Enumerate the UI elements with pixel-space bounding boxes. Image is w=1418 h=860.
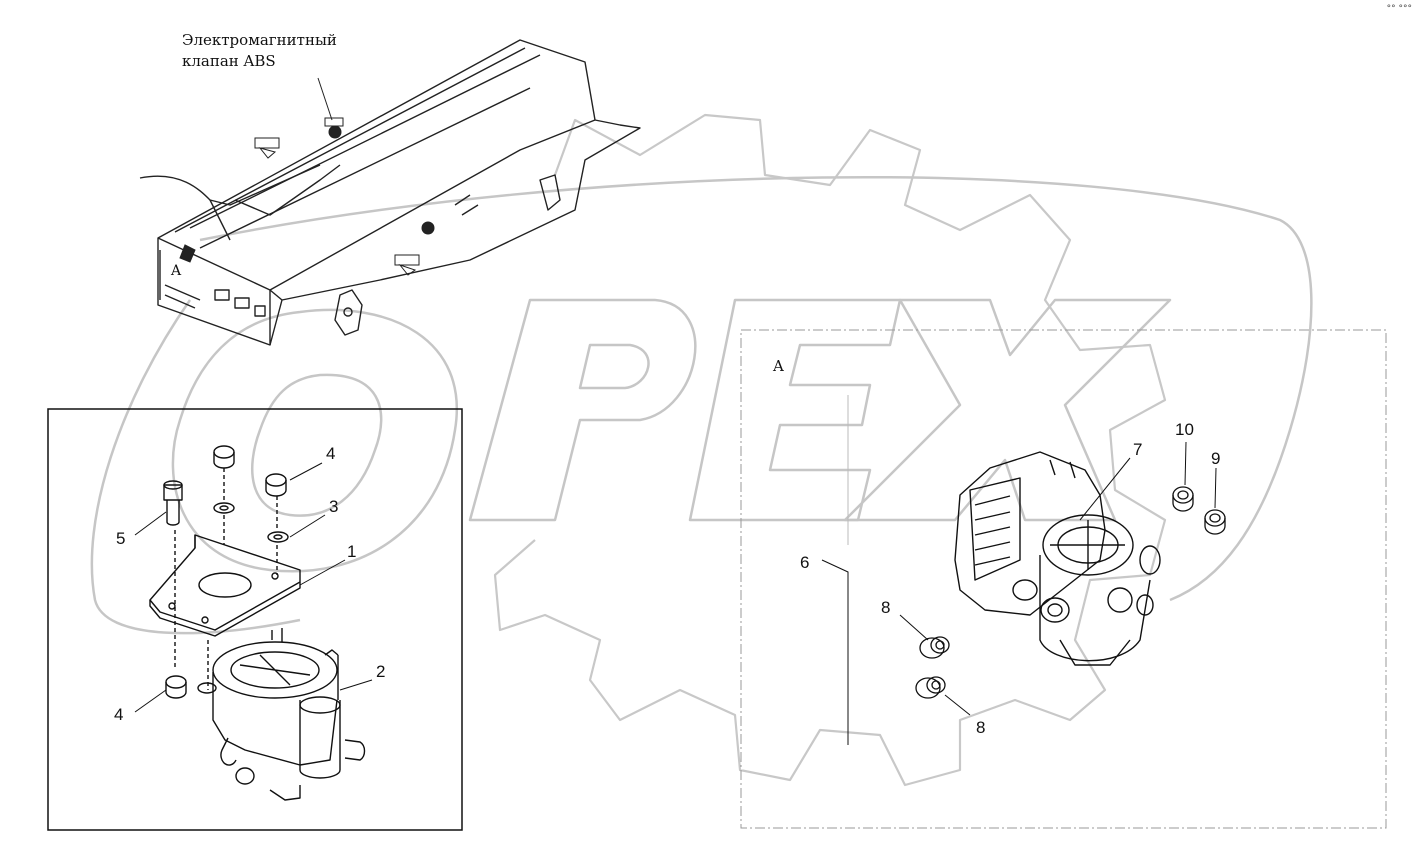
callout-5: 5	[116, 529, 126, 548]
title-label: Электромагнитный клапан ABS	[182, 30, 337, 72]
corner-mark: °° °°°	[1386, 4, 1412, 14]
leader-lines-left	[134, 462, 373, 713]
callout-7: 7	[1133, 440, 1143, 459]
callout-10: 10	[1175, 420, 1194, 439]
callout-8-top: 8	[881, 598, 891, 617]
leader-lines-right	[821, 395, 1217, 745]
callout-1: 1	[347, 542, 357, 561]
callout-3: 3	[329, 497, 339, 516]
chassis-frame	[139, 39, 641, 346]
callout-4-top: 4	[326, 444, 336, 463]
title-line-1: Электромагнитный	[182, 31, 337, 49]
title-line-2: клапан ABS	[182, 52, 276, 70]
bracket-assembly	[149, 445, 366, 801]
callout-6: 6	[800, 553, 810, 572]
inset-frame-left	[47, 408, 463, 831]
callout-9: 9	[1211, 449, 1221, 468]
abs-valve-markers	[179, 117, 435, 276]
watermark-opex	[90, 175, 1313, 635]
callout-8-bottom: 8	[976, 718, 986, 737]
modulator-valve	[954, 451, 1161, 666]
callout-4-bottom: 4	[114, 705, 124, 724]
callout-2: 2	[376, 662, 386, 681]
fittings-right	[915, 486, 1226, 699]
title-leader-line	[317, 77, 333, 121]
watermark-gear	[493, 113, 1167, 787]
view-marker-frame: A	[171, 263, 182, 279]
view-a-frame	[740, 329, 1387, 829]
view-marker-detail: A	[773, 357, 784, 375]
